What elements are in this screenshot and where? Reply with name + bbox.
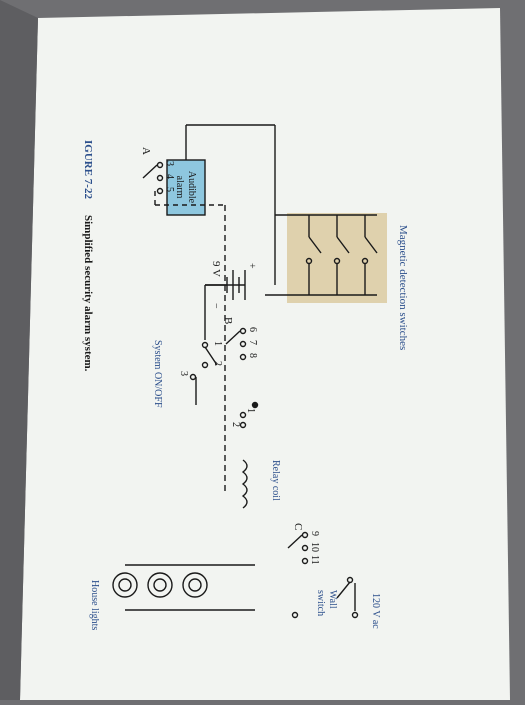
figure-caption-label: IGURE 7-22 — [82, 140, 94, 199]
relay-label-b: B — [222, 317, 234, 324]
terminal-10: 10 — [309, 542, 320, 552]
terminal-3: 3 — [164, 161, 175, 166]
house-light-2 — [147, 572, 173, 598]
wall-switch-label-2: switch — [315, 590, 326, 616]
terminal-6: 6 — [247, 327, 258, 332]
terminal-7: 7 — [247, 340, 258, 345]
audible-alarm-label-2: alarm — [174, 176, 185, 199]
terminal-4: 4 — [164, 174, 175, 179]
figure-caption-title: Simplified security alarm system. — [82, 215, 94, 372]
relay-label-c: C — [292, 523, 304, 530]
magnetic-switches-label: Magnetic detection switches — [397, 225, 409, 350]
ac-source-label: 120 V ac — [370, 593, 381, 629]
wall-switch-label-1: Wall — [327, 590, 338, 609]
sys-terminal-1: 1 — [212, 341, 223, 346]
terminal-8: 8 — [247, 353, 258, 358]
terminal-11: 11 — [309, 555, 320, 565]
relay-coil-label: Relay coil — [270, 460, 281, 501]
magnetic-switch-2 — [333, 215, 350, 295]
sys-terminal-3: 3 — [178, 371, 189, 376]
page-shadow — [0, 0, 38, 700]
magnetic-switch-3 — [305, 215, 322, 295]
relay-coil — [195, 377, 259, 509]
battery-plus: + — [246, 263, 257, 269]
security-alarm-schematic: Audible alarm A 3 4 5 9 V + − B 6 7 8 — [82, 124, 409, 630]
magnetic-switch-1 — [361, 215, 378, 295]
sys-terminal-2: 2 — [212, 361, 223, 366]
battery-minus: − — [210, 303, 221, 309]
house-light-1 — [182, 572, 208, 598]
battery-label: 9 V — [210, 261, 222, 277]
system-onoff-label: System ON/OFF — [152, 340, 163, 408]
relay-label-a: A — [140, 147, 152, 155]
audible-alarm-label-1: Audible — [186, 171, 197, 204]
terminal-9: 9 — [309, 531, 320, 536]
battery-9v — [205, 270, 246, 300]
house-lights-label: House lights — [89, 580, 100, 630]
terminal-5: 5 — [164, 187, 175, 192]
paper-page — [20, 8, 510, 700]
coil-terminal-2: 2 — [230, 422, 241, 427]
coil-terminal-1: 1 — [245, 408, 256, 413]
house-light-3 — [112, 572, 138, 598]
